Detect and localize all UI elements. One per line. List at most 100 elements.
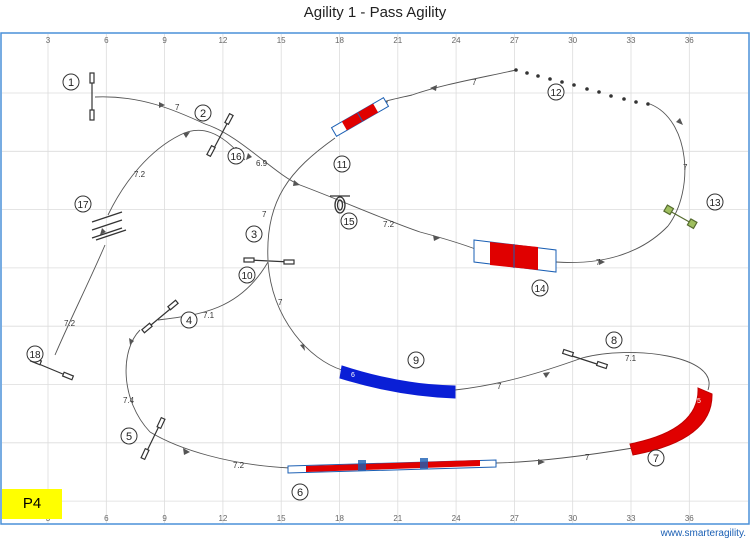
tunnel-9[interactable]: 6 [339, 365, 456, 399]
path-9-8 [454, 357, 583, 391]
distance-label: 7 [472, 78, 477, 87]
svg-text:9: 9 [413, 355, 419, 367]
obstacle-number-12: 12 [547, 83, 565, 101]
path-3-15 [299, 184, 479, 251]
obstacle-numbers: 1 2 3 4 5 6 7 8 9 10 11 12 13 14 15 16 1… [26, 73, 724, 501]
website-link[interactable]: www.smarteragility. [660, 528, 746, 539]
path-12-11 [384, 69, 517, 103]
obstacle-number-13: 13 [706, 193, 724, 211]
tunnel-7[interactable]: 5 [629, 387, 713, 456]
level-badge: P4 [2, 489, 62, 519]
obstacle-number-5: 5 [120, 427, 138, 445]
axis-tick-label: 6 [104, 514, 109, 523]
path-14-13 [555, 225, 669, 263]
axis-tick-label: 30 [568, 36, 577, 45]
distance-label: 7 [585, 453, 590, 462]
path-4-3 [157, 261, 269, 321]
ring-border [0, 32, 750, 525]
axis-tick-label: 12 [218, 514, 227, 523]
distance-label: 7 [262, 210, 267, 219]
svg-text:8: 8 [611, 335, 617, 347]
svg-text:7: 7 [653, 453, 659, 465]
svg-text:6: 6 [297, 487, 303, 499]
jumps [29, 72, 698, 461]
distance-label: 7.2 [233, 461, 245, 470]
axis-tick-label: 9 [162, 36, 167, 45]
distance-label: 7.2 [134, 170, 146, 179]
axis-tick-label: 12 [218, 36, 227, 45]
jump-17[interactable] [91, 211, 127, 241]
distance-label: 7 [175, 103, 180, 112]
svg-text:13: 13 [709, 198, 721, 209]
path-8-7 [581, 352, 710, 391]
distance-labels: 7 7 6.9 7 7 7.1 7.4 7.2 7 7 7.1 7 7 7.2 … [64, 78, 688, 470]
jump-4[interactable] [141, 299, 179, 334]
svg-text:18: 18 [29, 350, 41, 361]
path-13-12 [649, 103, 686, 227]
axis-tick-label: 27 [510, 36, 519, 45]
obstacle-number-18: 18 [26, 345, 44, 363]
path-10-9 [267, 261, 343, 371]
distance-label: 7.1 [203, 311, 215, 320]
grid [2, 34, 748, 523]
obstacle-number-14: 14 [531, 279, 549, 297]
obstacle-number-7: 7 [647, 449, 665, 467]
axis-tick-label: 15 [277, 514, 286, 523]
direction-arrows [100, 85, 683, 465]
jump-8[interactable] [561, 348, 609, 370]
axis-tick-label: 21 [393, 36, 402, 45]
axis-tick-label: 30 [568, 514, 577, 523]
seesaw-14[interactable] [473, 239, 557, 273]
svg-text:2: 2 [200, 108, 206, 120]
svg-text:11: 11 [337, 160, 348, 171]
obstacle-number-15: 15 [340, 212, 358, 230]
obstacle-number-6: 6 [291, 483, 309, 501]
jump-13[interactable] [663, 204, 698, 230]
path-16-17 [107, 129, 246, 216]
jump-3[interactable] [243, 257, 295, 265]
course-title: Agility 1 - Pass Agility [303, 4, 447, 21]
svg-text:17: 17 [77, 200, 89, 211]
axis-tick-label: 24 [452, 514, 461, 523]
svg-text:10: 10 [241, 271, 253, 282]
axis-tick-label: 33 [627, 514, 636, 523]
axis-tick-label: 24 [452, 36, 461, 45]
svg-text:1: 1 [68, 77, 74, 89]
distance-label: 7.2 [64, 319, 76, 328]
path-7-6 [495, 447, 634, 464]
obstacle-number-2: 2 [194, 104, 212, 122]
path-17-18 [54, 244, 106, 356]
axis-tick-label: 18 [335, 514, 344, 523]
svg-text:15: 15 [343, 217, 355, 228]
obstacle-number-10: 10 [238, 266, 256, 284]
svg-text:3: 3 [251, 229, 257, 241]
axis-tick-label: 15 [277, 36, 286, 45]
axis-tick-label: 36 [685, 514, 694, 523]
tunnel-label: 5 [697, 398, 701, 405]
a-frame-11[interactable] [330, 96, 390, 138]
axis-tick-label: 6 [104, 36, 109, 45]
jump-5[interactable] [140, 416, 166, 461]
path-1-2 [94, 96, 206, 125]
jump-2[interactable] [206, 112, 234, 158]
axis-tick-label: 18 [335, 36, 344, 45]
distance-label: 7 [596, 258, 601, 267]
distance-label: 6.9 [256, 159, 268, 168]
obstacle-number-9: 9 [407, 351, 425, 369]
distance-label: 7.2 [383, 220, 395, 229]
dogwalk-6[interactable]: 6 [287, 458, 497, 474]
svg-text:5: 5 [126, 431, 132, 443]
tunnel-label: 6 [351, 372, 355, 379]
axis-tick-label: 9 [162, 514, 167, 523]
jump-1[interactable] [89, 72, 95, 121]
path-6-5 [149, 431, 291, 469]
axis-tick-label: 36 [685, 36, 694, 45]
tyre-15[interactable] [330, 195, 350, 214]
obstacle-number-17: 17 [74, 195, 92, 213]
weave-poles-12[interactable] [514, 68, 650, 106]
obstacle-number-4: 4 [180, 311, 198, 329]
dog-path [54, 69, 710, 469]
svg-text:14: 14 [534, 284, 546, 295]
obstacle-number-11: 11 [333, 155, 351, 173]
